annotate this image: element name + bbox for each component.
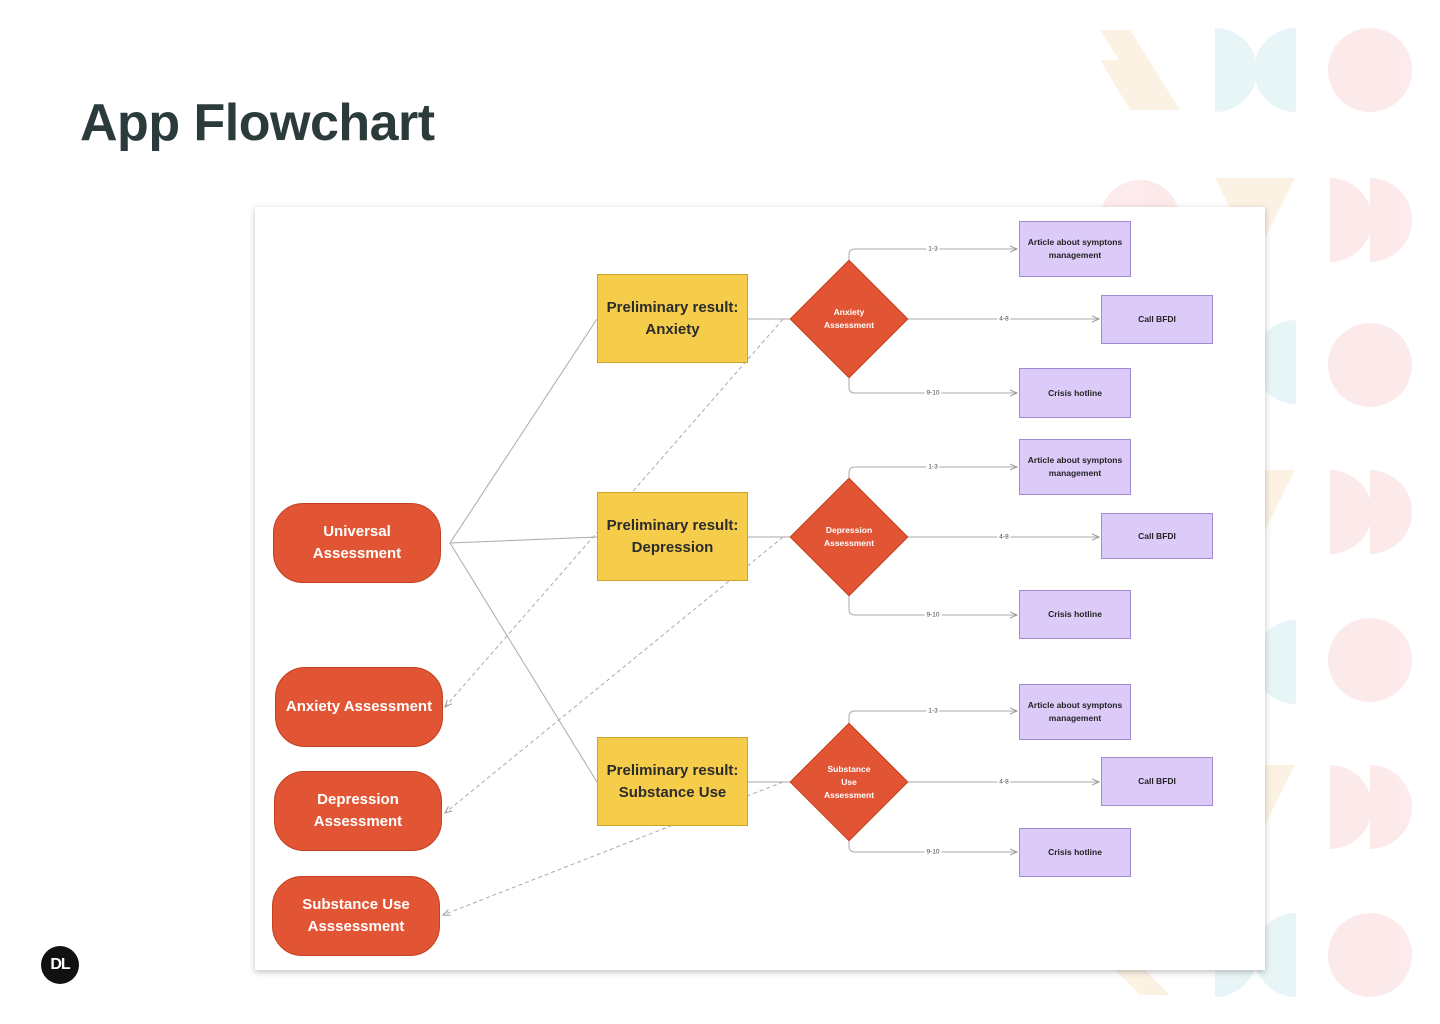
anxiety-decision-diamond: Anxiety Assessment: [789, 259, 909, 379]
outcome-crisis-hotline-box: Crisis hotline: [1019, 368, 1131, 418]
connector-lines: [255, 207, 1265, 970]
preliminary-substance-use-box: Preliminary result: Substance Use: [597, 737, 748, 826]
outcome-call-bfdi-box: Call BFDI: [1101, 295, 1213, 344]
edge-label: 1-3: [926, 245, 940, 253]
edge-label: 4-8: [997, 533, 1011, 541]
outcome-call-bfdi-box: Call BFDI: [1101, 757, 1213, 806]
flowchart-canvas: Universal Assessment Anxiety Assessment …: [255, 207, 1265, 970]
outcome-article-box: Article about symptons management: [1019, 439, 1131, 495]
diamond-label: Depression Assessment: [823, 525, 875, 548]
anxiety-assessment-node: Anxiety Assessment: [275, 667, 443, 747]
substance-use-assessment-node: Substance Use Asssessment: [272, 876, 440, 956]
dl-logo: DL: [41, 946, 79, 984]
diamond-label: Anxiety Assessment: [823, 307, 875, 330]
outcome-article-box: Article about symptons management: [1019, 221, 1131, 277]
depression-assessment-node: Depression Assessment: [274, 771, 442, 851]
depression-decision-diamond: Depression Assessment: [789, 477, 909, 597]
edge-label: 4-8: [997, 778, 1011, 786]
edge-label: 9-10: [924, 611, 942, 619]
outcome-article-box: Article about symptons management: [1019, 684, 1131, 740]
edge-label: 9-10: [924, 848, 942, 856]
preliminary-anxiety-box: Preliminary result: Anxiety: [597, 274, 748, 363]
substance-use-decision-diamond: Substance Use Assessment: [789, 722, 909, 842]
outcome-crisis-hotline-box: Crisis hotline: [1019, 828, 1131, 877]
outcome-crisis-hotline-box: Crisis hotline: [1019, 590, 1131, 639]
edge-label: 9-10: [924, 389, 942, 397]
edge-label: 1-3: [926, 463, 940, 471]
edge-label: 1-3: [926, 707, 940, 715]
preliminary-depression-box: Preliminary result: Depression: [597, 492, 748, 581]
diamond-label: Substance Use Assessment: [823, 763, 875, 800]
page-title: App Flowchart: [80, 94, 435, 152]
universal-assessment-node: Universal Assessment: [273, 503, 441, 583]
edge-label: 4-8: [997, 315, 1011, 323]
outcome-call-bfdi-box: Call BFDI: [1101, 513, 1213, 559]
